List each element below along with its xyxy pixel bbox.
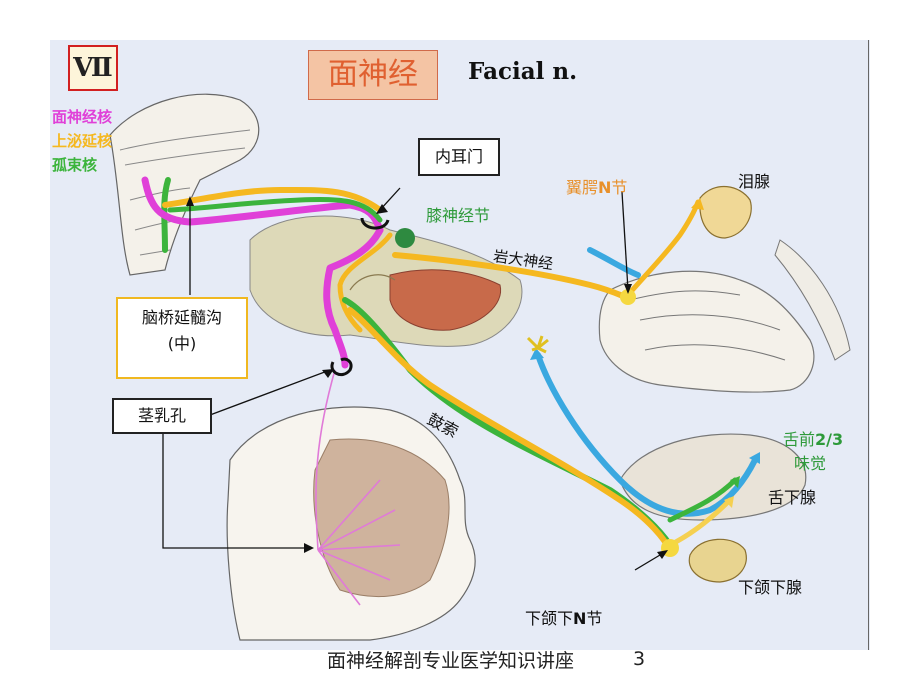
label-facial-nucleus: 面神经核	[52, 108, 113, 126]
title-chinese: 面神经	[308, 50, 438, 100]
label-pterygopalatine-ganglion: 翼腭N节	[566, 174, 627, 198]
submandibular-n: N	[573, 609, 587, 628]
label-geniculate-ganglion: 膝神经节	[426, 206, 491, 225]
brainstem-drawing	[109, 93, 260, 276]
label-sublingual-gland: 舌下腺	[768, 488, 817, 507]
geniculate-ganglion-marker	[395, 228, 415, 248]
colored-arrowheads	[530, 198, 760, 508]
nerve-pathways	[141, 176, 758, 553]
label-internal-acoustic-meatus: 内耳门	[418, 138, 500, 176]
page-number: 3	[633, 648, 646, 670]
diagram-panel: Ⅶ 面神经 Facial n. 面神经核 上泌延核 孤束核 内耳门 膝神经节 翼…	[50, 40, 870, 650]
label-stylomastoid-foramen: 茎乳孔	[112, 398, 212, 434]
head-profile-drawing	[226, 406, 476, 641]
submandibular-prefix: 下颌下	[525, 609, 574, 628]
lacrimal-gland-drawing	[699, 185, 752, 239]
anterior-tongue-fraction: 2/3	[815, 430, 844, 449]
pterygopalatine-suffix: 节	[611, 178, 628, 197]
leader-lines	[162, 187, 666, 571]
pterygopalatine-n: N	[598, 178, 612, 197]
label-lacrimal-gland: 泪腺	[738, 172, 771, 191]
label-superior-salivatory: 上泌延核	[52, 132, 113, 150]
anatomy-illustration	[109, 93, 851, 641]
footer-caption: 面神经解剖专业医学知识讲座	[327, 650, 575, 672]
label-submandibular-gland: 下颌下腺	[738, 578, 803, 597]
arrowheads	[186, 196, 668, 559]
label-submandibular-ganglion: 下颌下N节	[525, 605, 602, 629]
label-pontomedullary-groove: 脑桥延髓沟 (中)	[116, 297, 248, 379]
pontomedullary-line2: (中)	[167, 334, 197, 353]
submandibular-suffix: 节	[586, 609, 603, 628]
facial-branches	[315, 369, 401, 606]
label-taste: 味觉	[794, 454, 827, 473]
submandibular-gland-drawing	[688, 538, 747, 583]
pterygopalatine-prefix: 翼腭	[566, 178, 599, 197]
temporal-bone-drawing	[249, 215, 523, 347]
nasal-cavity-drawing	[598, 239, 851, 393]
taste-bud-drawing	[526, 335, 549, 354]
cranial-nerve-numeral: Ⅶ	[68, 45, 118, 91]
pontomedullary-line1: 脑桥延髓沟	[141, 308, 222, 327]
pterygopalatine-ganglion-marker	[620, 289, 636, 305]
anterior-tongue-prefix: 舌前	[783, 430, 816, 449]
title-english: Facial n.	[468, 58, 578, 85]
slide-border-line	[868, 40, 869, 650]
label-solitary-nucleus: 孤束核	[52, 156, 98, 174]
label-anterior-tongue: 舌前2/3	[783, 426, 843, 450]
